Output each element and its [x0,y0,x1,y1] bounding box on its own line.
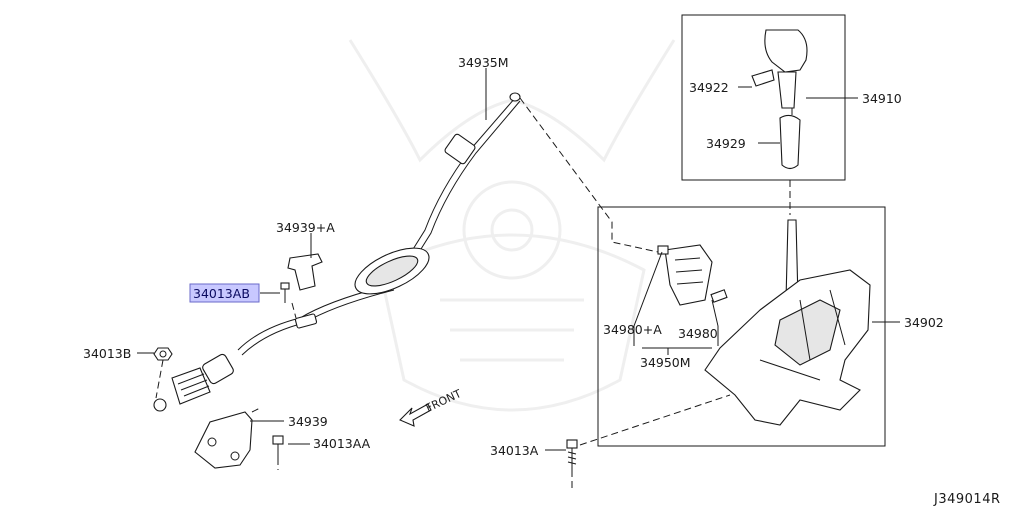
label-highlight-34013ab [189,283,260,303]
label-34980: 34980 [678,326,718,341]
label-34013aa: 34013AA [313,436,371,451]
label-34013ab: 34013AB [193,286,250,301]
bolt-34013ab [280,282,290,303]
label-34929: 34929 [706,136,746,151]
dashed-alignment-lines [155,97,793,492]
label-34910: 34910 [862,91,902,106]
control-device-box [597,206,886,447]
bolt-34013a [566,439,578,470]
shift-knob [751,29,808,109]
label-34939: 34939 [288,414,328,429]
bracket-34939 [194,411,253,469]
nut-34013b [153,347,173,361]
bracket-34939a [287,253,323,291]
knob-cover [779,114,801,170]
label-34902: 34902 [904,315,944,330]
label-34013a: 34013A [490,443,539,458]
label-34950m: 34950M [640,355,691,370]
diagram-reference-code: J349014R [933,492,1001,507]
shift-cable-assembly [153,92,521,412]
label-34013b: 34013B [83,346,131,361]
label-34922: 34922 [689,80,729,95]
label-34939a: 34939+A [276,220,335,235]
label-34980a: 34980+A [603,322,662,337]
shift-lever-device [657,219,871,426]
label-34935m: 34935M [458,55,509,70]
leader-lines [137,68,900,451]
bolt-34013aa [272,435,284,458]
